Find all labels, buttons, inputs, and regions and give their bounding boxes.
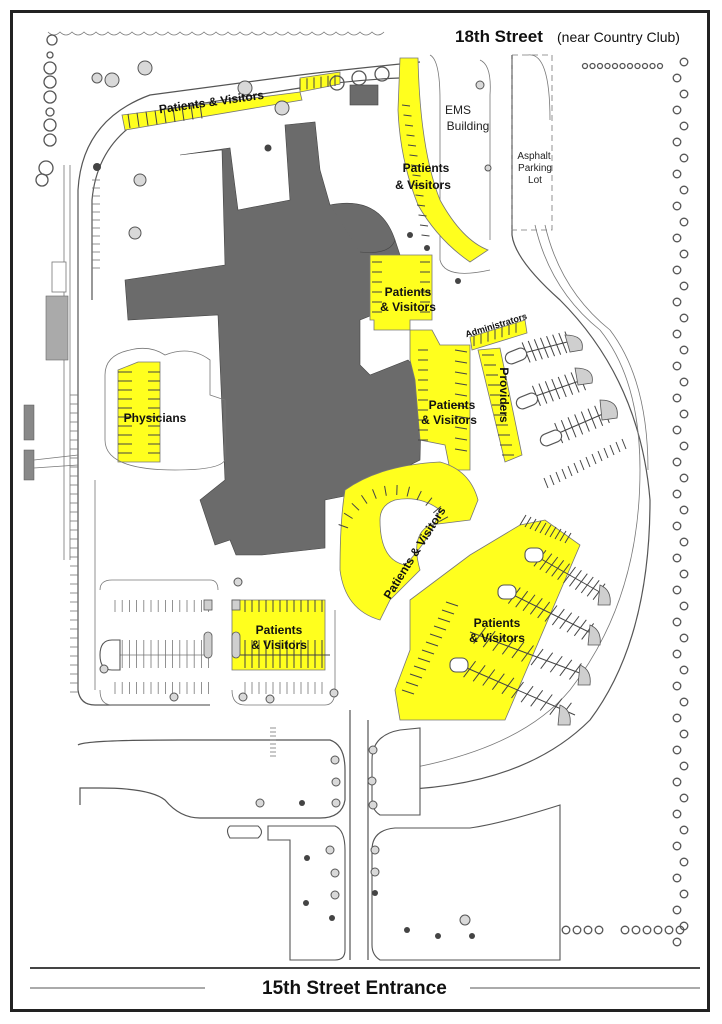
parking-areas bbox=[117, 57, 581, 721]
label-east-curve-line1: Patients bbox=[403, 161, 450, 175]
label-upper-center-line1: Patients bbox=[385, 285, 432, 299]
label-southeast-line1: Patients bbox=[474, 616, 521, 630]
lot-administrators[interactable] bbox=[469, 319, 528, 351]
street-labels: 18th Street (near Country Club) 15th Str… bbox=[262, 27, 680, 999]
label-southeast-line2: & Visitors bbox=[469, 631, 525, 645]
building-labels: EMS Building Asphalt Parking Lot bbox=[445, 103, 552, 186]
asphalt-lot-label-line1: Asphalt bbox=[517, 151, 551, 162]
lot-east-curve[interactable] bbox=[397, 57, 489, 263]
tree-row-north bbox=[47, 31, 385, 36]
parking-islands bbox=[99, 334, 618, 726]
map-frame bbox=[10, 10, 710, 1012]
bottom-street-name: 15th Street Entrance bbox=[262, 978, 447, 999]
lot-physicians[interactable] bbox=[117, 361, 161, 463]
ems-building-label-line2: Building bbox=[447, 119, 490, 133]
label-southwest-line1: Patients bbox=[256, 623, 303, 637]
label-physicians: Physicians bbox=[124, 411, 187, 425]
top-street-note: (near Country Club) bbox=[557, 29, 680, 45]
label-southwest-line2: & Visitors bbox=[251, 638, 307, 652]
lot-loop[interactable] bbox=[339, 461, 479, 621]
ems-building-label-line1: EMS bbox=[445, 103, 471, 117]
tree-row-west bbox=[35, 34, 58, 187]
landscape-trees bbox=[91, 60, 492, 939]
asphalt-lot-label-line3: Lot bbox=[528, 175, 542, 186]
tree-row-northeast bbox=[581, 62, 664, 70]
label-mid-center-line1: Patients bbox=[429, 398, 476, 412]
label-providers: Providers bbox=[497, 367, 511, 423]
lot-southeast[interactable] bbox=[394, 519, 581, 721]
label-mid-center-line2: & Visitors bbox=[421, 413, 477, 427]
top-street-name: 18th Street bbox=[455, 27, 543, 46]
asphalt-lot-label-line2: Parking bbox=[518, 163, 552, 174]
label-upper-center-line2: & Visitors bbox=[380, 300, 436, 314]
hospital-building bbox=[124, 84, 423, 556]
tree-row-east bbox=[672, 57, 689, 947]
parking-stalls bbox=[112, 75, 627, 757]
label-east-curve-line2: & Visitors bbox=[395, 178, 451, 192]
